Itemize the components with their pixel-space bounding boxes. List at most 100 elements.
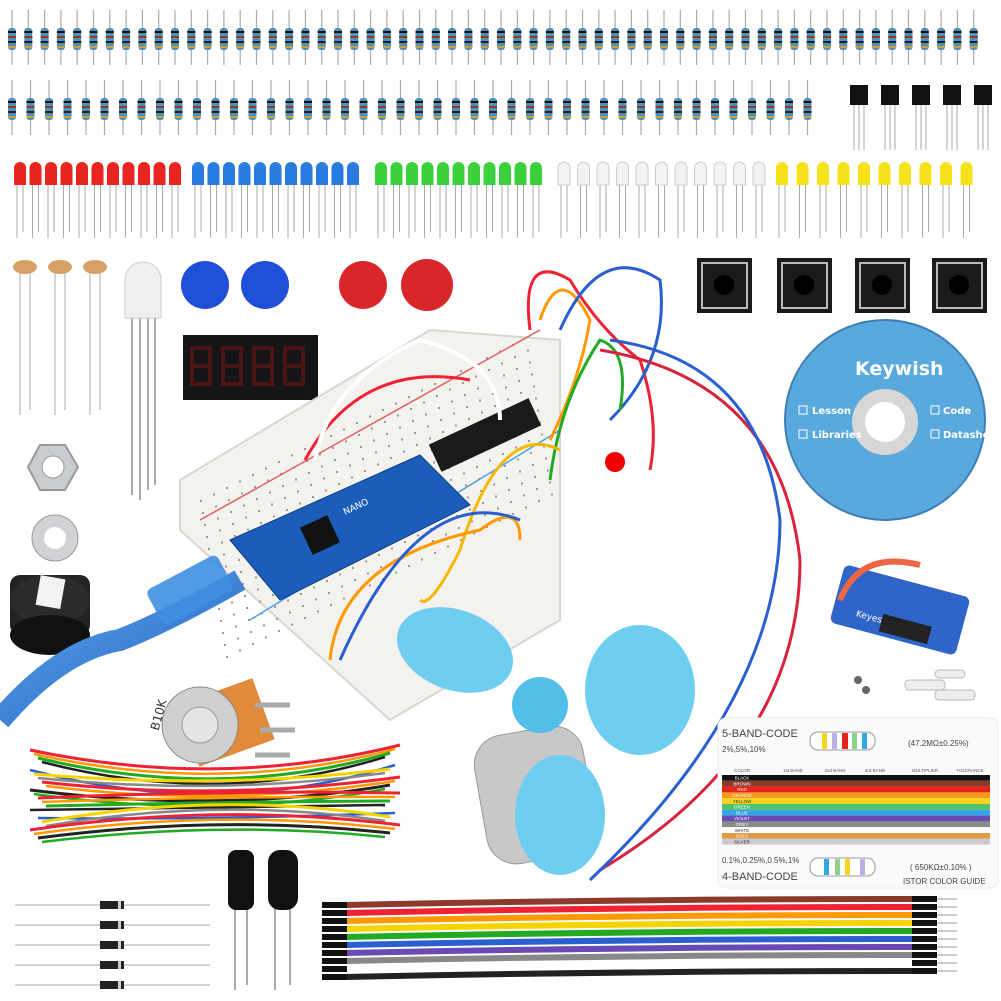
resistor: [497, 10, 505, 65]
four-band-tolerances: 0.1%,0.25%,0.5%,1%: [722, 856, 799, 865]
color-row-label: YELLOW: [733, 799, 753, 804]
led: [138, 162, 150, 238]
resistor: [692, 10, 701, 65]
resistor: [448, 10, 457, 65]
led: [207, 162, 220, 238]
led: [238, 162, 251, 238]
resistor: [322, 80, 331, 135]
resistor: [154, 10, 163, 65]
led: [29, 162, 42, 238]
display-digit: [283, 346, 305, 386]
resistor: [953, 10, 962, 65]
led: [514, 162, 527, 238]
ribbon-wire: [322, 952, 957, 964]
led: [960, 162, 973, 238]
led: [557, 161, 571, 238]
resistor: [26, 80, 35, 135]
resistor: [267, 80, 275, 135]
led: [254, 162, 266, 238]
resistor: [73, 10, 82, 65]
resistor: [578, 10, 587, 65]
led: [733, 161, 746, 238]
led: [437, 162, 449, 238]
resistor: [470, 80, 479, 135]
five-band-example: (47.2MΩ±0.25%): [908, 739, 969, 748]
resistor: [513, 10, 522, 65]
resistor: [676, 10, 685, 65]
led: [107, 162, 119, 238]
resistor: [545, 10, 554, 65]
potentiometer: B10K: [148, 678, 295, 767]
resistor: [888, 10, 897, 65]
resistor: [138, 10, 147, 65]
resistor: [8, 80, 16, 135]
resistor: [507, 80, 516, 135]
resistor: [937, 10, 946, 65]
hex-nut: [26, 444, 80, 491]
resistor: [594, 10, 603, 65]
resistor: [729, 80, 738, 135]
column-header: 1st BAND: [783, 768, 804, 773]
resistor: [766, 80, 775, 135]
led: [694, 161, 707, 238]
led: [390, 162, 403, 238]
led: [45, 162, 57, 238]
rgb-led: [124, 261, 162, 500]
jumper-wire: [37, 823, 391, 840]
jumper-wire: [29, 813, 401, 832]
color-row: WHITE: [722, 827, 990, 833]
column-header: 3rd BAND: [865, 768, 886, 773]
ir-receivers: [228, 850, 298, 990]
color-row-label: GOLD: [736, 834, 750, 839]
resistor: [24, 10, 33, 65]
jumper-wire: [41, 775, 401, 793]
resistor: [774, 10, 783, 65]
resistor: [174, 80, 183, 135]
color-row-label: BROWN: [733, 781, 750, 786]
color-row: GREY: [722, 821, 990, 828]
guide-footer: ISTOR COLOR GUIDE: [903, 877, 986, 886]
jumper-wire: [45, 779, 396, 798]
resistor: [871, 10, 880, 65]
four-band-example: ( 650KΩ±0.10% ): [910, 863, 972, 872]
resistor: [803, 80, 812, 135]
color-row-label: GREEN: [734, 805, 750, 810]
resistor: [82, 80, 90, 135]
led: [635, 161, 649, 238]
five-band-resistor-icon: [809, 731, 876, 751]
buzzer: [10, 575, 90, 655]
resistor: [317, 10, 326, 65]
cd-item-code: Code: [943, 406, 971, 417]
transistor: [881, 85, 899, 150]
color-row-label: BLUE: [736, 810, 748, 815]
resistor: [660, 10, 668, 65]
column-header: TOLERANCE: [956, 768, 983, 773]
resistor: [708, 10, 717, 65]
jumper-wire: [45, 799, 391, 808]
color-row-label: GREY: [736, 822, 749, 827]
resistor: [171, 10, 179, 65]
resistor: [529, 10, 538, 65]
resistor: [431, 10, 440, 65]
resistor: [526, 80, 534, 135]
led: [878, 162, 891, 238]
led: [919, 162, 932, 238]
led: [153, 162, 166, 238]
resistor: [156, 80, 164, 135]
resistor: [415, 10, 424, 65]
resistor: [637, 80, 645, 135]
display-digit: [190, 346, 212, 386]
led: [655, 161, 668, 238]
resistor: [378, 80, 386, 135]
resistor: [285, 80, 294, 135]
five-band-tolerances: 2%,5%,10%: [722, 745, 766, 754]
button-caps: [181, 259, 453, 311]
color-row-label: RED: [737, 787, 747, 792]
tactile-button: [932, 258, 987, 313]
cd-item-datasheet: Datasheet: [943, 430, 1001, 441]
diodes: [15, 901, 210, 989]
resistor: [341, 80, 349, 135]
transistor: [850, 85, 868, 150]
